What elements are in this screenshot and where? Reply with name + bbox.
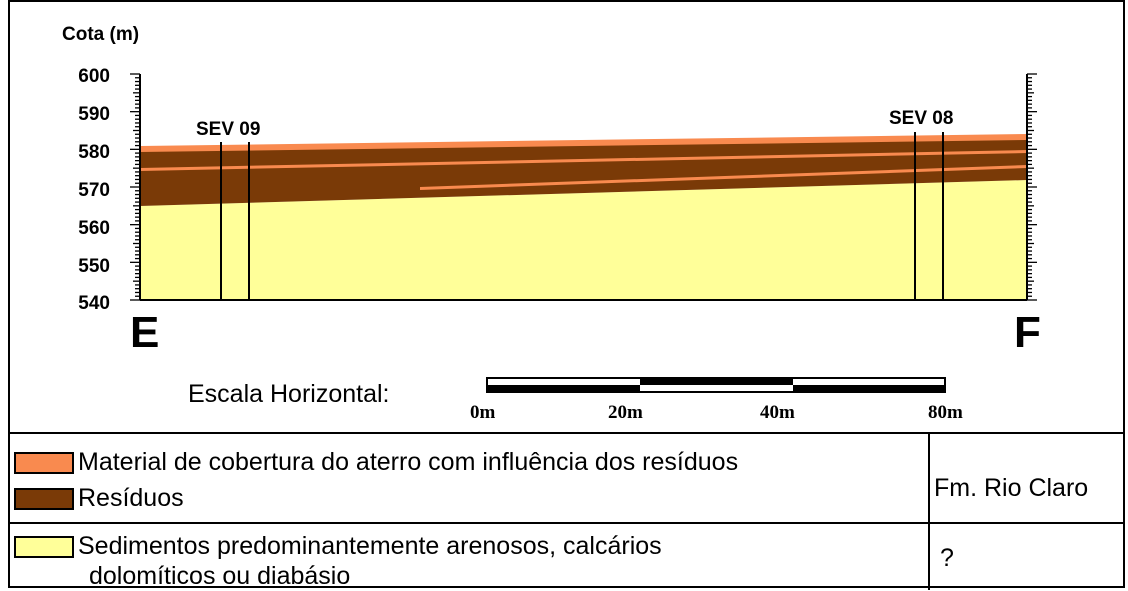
cover-layer-middle	[140, 150, 1027, 171]
scale-bar	[486, 377, 946, 393]
y-tick-label: 600	[78, 66, 110, 87]
y-tick-label: 560	[78, 218, 110, 239]
scale-tick-label: 0m	[470, 402, 496, 423]
scale-tick-label: 40m	[760, 402, 795, 423]
legend-item-cover: Material de cobertura do aterro com infl…	[14, 448, 1123, 477]
y-tick-label: 540	[78, 293, 110, 314]
section-start-label: E	[130, 308, 159, 357]
scale-tick-label: 20m	[608, 402, 643, 423]
scale-label: Escala Horizontal:	[188, 380, 389, 408]
figure-frame: Cota (m) 600 590 580 570 560 550 540 SEV…	[8, 0, 1125, 591]
y-tick-label: 580	[78, 142, 110, 163]
y-tick-label: 550	[78, 256, 110, 277]
legend-item-sediment-continued: dolomíticos ou diabásio	[85, 562, 1123, 591]
legend-top-border	[10, 432, 1123, 434]
unknown-formation-label: ?	[940, 544, 954, 572]
y-tick-label: 590	[78, 104, 110, 125]
y-tick-label: 570	[78, 180, 110, 201]
sev08-label: SEV 08	[889, 108, 953, 129]
scale-tick-label: 80m	[928, 402, 963, 423]
left-elevation-axis	[130, 73, 141, 301]
legend-item-sediment: Sedimentos predominantemente arenosos, c…	[14, 532, 1123, 561]
y-tick-labels: 600 590 580 570 560 550 540	[78, 66, 110, 314]
sediment-layer	[140, 180, 1027, 300]
sediment-legend-label-line2: dolomíticos ou diabásio	[89, 562, 351, 590]
legend-middle-border	[10, 522, 1123, 524]
formation-label: Fm. Rio Claro	[934, 474, 1089, 502]
y-axis-label: Cota (m)	[62, 24, 139, 45]
right-elevation-axis	[1026, 73, 1037, 301]
sediment-swatch	[14, 535, 74, 558]
legend-column-divider	[928, 432, 930, 590]
legend-item-waste: Resíduos	[14, 484, 1123, 513]
cover-legend-label: Material de cobertura do aterro com infl…	[78, 448, 739, 476]
waste-layer	[140, 135, 1027, 206]
cover-layer-inner	[420, 165, 1027, 190]
section-end-label: F	[1014, 308, 1041, 357]
sediment-legend-label-line1: Sedimentos predominantemente arenosos, c…	[78, 532, 662, 560]
waste-legend-label: Resíduos	[78, 484, 184, 512]
geologic-cross-section: Cota (m) 600 590 580 570 560 550 540 SEV…	[62, 24, 1041, 423]
waste-swatch	[14, 487, 74, 510]
cover-swatch	[14, 451, 74, 474]
sev09-label: SEV 09	[196, 119, 260, 140]
cover-layer-top	[140, 134, 1027, 152]
